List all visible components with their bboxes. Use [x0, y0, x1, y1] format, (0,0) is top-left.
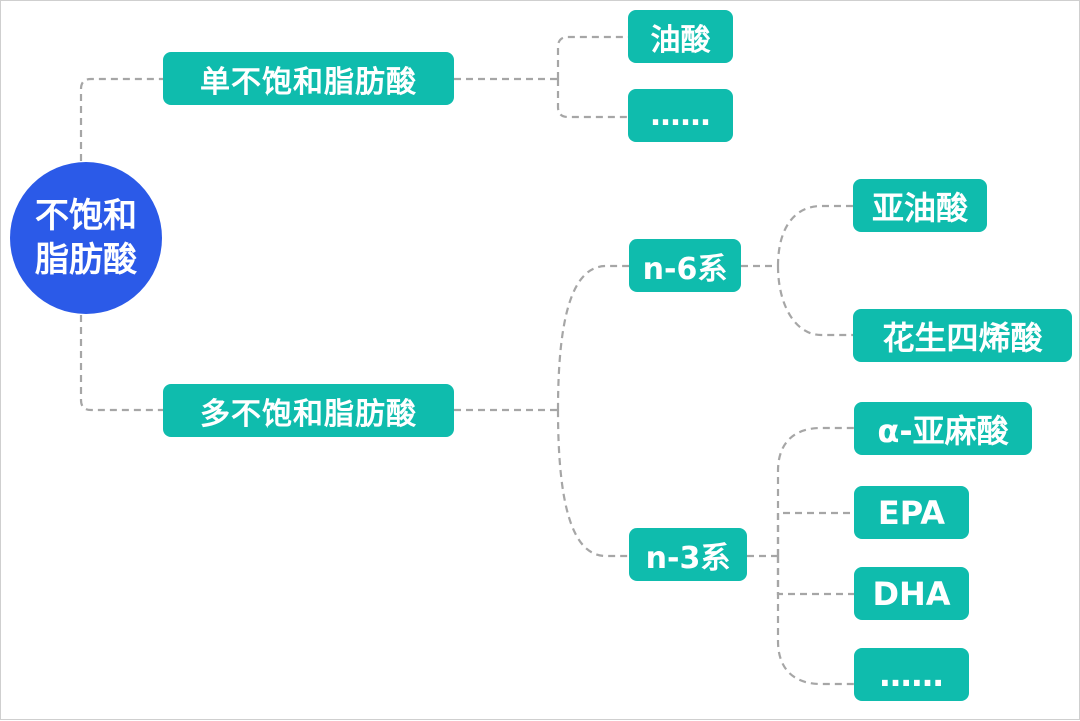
node-n3-child-1: α-亚麻酸: [854, 402, 1032, 455]
connector-poly-n6: [556, 264, 629, 411]
connector-n3-child-4: [776, 556, 854, 686]
root-label-line-1: 不饱和: [35, 196, 137, 236]
node-n3-child-4: ……: [854, 648, 969, 701]
root-node: 不饱和 脂肪酸: [10, 162, 162, 314]
node-poly: 多不饱和脂肪酸: [163, 384, 454, 437]
connector-mono-child-1: [556, 35, 628, 79]
node-mono: 单不饱和脂肪酸: [163, 52, 454, 105]
node-n6-child-1: 亚油酸: [853, 179, 987, 232]
connector-root-poly: [79, 315, 163, 412]
connector-poly-n3: [556, 409, 629, 558]
node-mono-child-1: 油酸: [628, 10, 733, 63]
node-mono-child-2: ……: [628, 89, 733, 142]
connector-n3-child-1: [776, 426, 854, 556]
node-n3-child-3: DHA: [854, 567, 969, 620]
connector-n6-child-2: [776, 265, 853, 337]
connector-n6-child-1: [776, 204, 853, 267]
node-n3: n-3系: [629, 528, 747, 581]
root-label-line-2: 脂肪酸: [35, 240, 137, 280]
connector-n3-child-3: [776, 556, 854, 596]
connector-mono-child-2: [556, 79, 628, 119]
node-n3-child-2: EPA: [854, 486, 969, 539]
node-n6: n-6系: [629, 239, 741, 292]
connector-n3-child-2: [776, 511, 854, 556]
connector-root-mono: [79, 77, 163, 161]
node-n6-child-2: 花生四烯酸: [853, 309, 1072, 362]
